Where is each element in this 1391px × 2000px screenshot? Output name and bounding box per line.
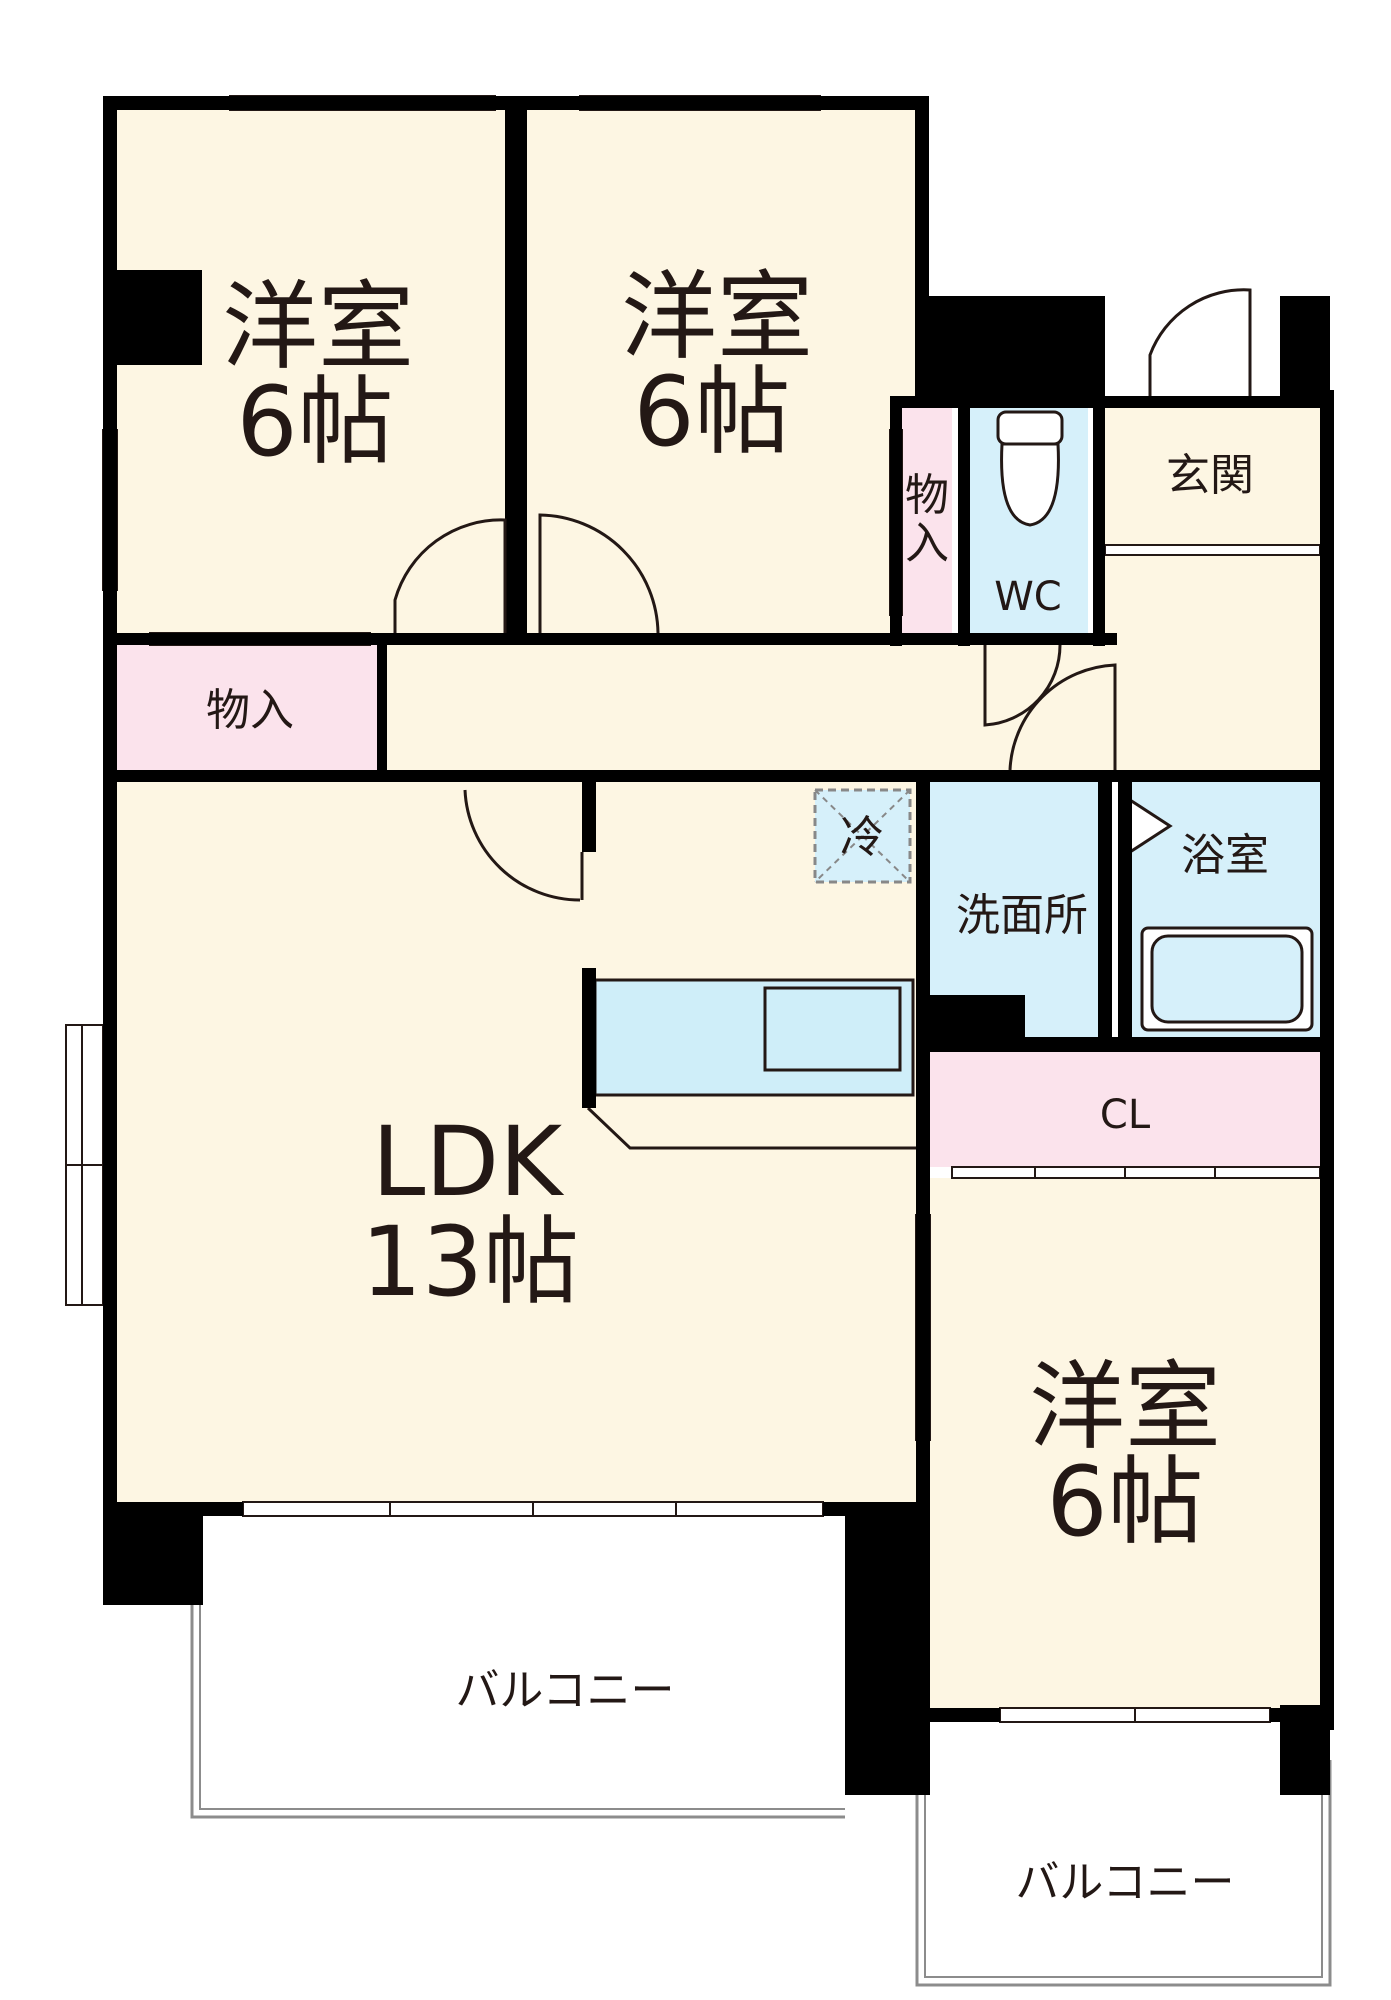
bathtub-icon [1140,926,1314,1032]
wall-storage-west-right [377,645,387,770]
wc-label: WC [994,574,1061,620]
hallway-floor [385,645,1320,770]
wall-top-storage [890,396,1330,408]
storage-small-char-1: 物 [905,470,949,521]
washroom-floor [930,782,1098,1037]
wall-wc-left [958,396,970,646]
wall-storage-small-left [890,396,902,646]
door-ldk [463,789,584,902]
wall-pillar-far-ne [1280,296,1330,396]
wall-ldk-door-stub [582,782,596,852]
balconies [190,1602,1332,1987]
storage-west-label: 物入 [206,685,294,736]
wall-bath-left [1118,782,1132,1042]
door-bedroom-nw [393,518,507,633]
fridge-cross [814,789,911,883]
wall-pillar-sw [103,1505,203,1605]
wall-pillar-ne [915,296,1105,396]
wall-hall-top [117,633,1117,645]
fridge-label: 冷 [840,812,884,863]
bedroom-se-floor [930,1178,1320,1708]
toilet-icon [996,410,1064,527]
balcony-main-rail-inner [199,1602,845,1810]
wall-wet-bottom [930,1037,1330,1052]
window-closet [951,1166,1321,1179]
closet-floor [930,1052,1320,1167]
wall-east [1320,390,1334,1730]
bedroom-se-size: 6帖 [1046,1446,1203,1558]
kitchen-sink [763,986,902,1072]
wall-wash-pillar [930,995,1025,1040]
wall-ldk-east [916,782,930,1702]
wall-kitchen-stub [582,968,596,1108]
balcony-se-rail [915,1760,1332,1987]
ldk-floor [117,782,917,1502]
wall-mid-vertical [505,96,527,641]
kitchen-counter [593,978,915,1097]
washroom-label: 洗面所 [956,890,1088,941]
wall-left [103,96,117,1516]
ldk-size: 13帖 [361,1206,579,1318]
kitchen-counter-edge [586,1106,917,1150]
wall-wash-right [1098,782,1112,1042]
walls [103,96,1334,1795]
balcony-main-label: バルコニー [455,1665,674,1716]
wall-wc-right [1093,396,1105,646]
doors [393,288,1252,902]
door-wc [983,644,1062,727]
door-entrance [1148,288,1252,396]
closet-label: CL [1100,1092,1151,1138]
wall-se-south [930,1708,1000,1722]
entrance-floor [1105,408,1320,553]
wall-pillar-s-mid [845,1505,930,1795]
entrance-hall-floor [1105,553,1320,645]
wall-se-south-right [1270,1708,1330,1722]
room-labels: 洋室 6帖 洋室 6帖 物 入 WC 玄関 物入 冷 洗面所 浴室 CL LDK… [206,261,1269,1908]
bedroom-n-name: 洋室 [621,261,813,373]
bedroom-nw-name: 洋室 [222,271,414,383]
bedroom-n-size: 6帖 [633,356,790,468]
balcony-se-label: バルコニー [1015,1857,1234,1908]
ldk-name: LDK [372,1106,564,1218]
wall-hall-bottom [117,770,1332,782]
entrance-label: 玄関 [1166,450,1254,501]
balcony-main-rail [190,1602,845,1819]
storage-west-floor [117,645,377,770]
fixtures [586,410,1314,1150]
bedroom-n-floor [527,110,915,635]
bedroom-nw-floor [117,110,505,635]
window-entrance [1104,544,1321,556]
door-bedroom-n [538,513,660,634]
bathroom-label: 浴室 [1181,830,1269,881]
balcony-se-rail-inner [924,1760,1323,1978]
wall-pillar-nw [117,270,202,365]
bedroom-nw-size: 6帖 [236,366,393,478]
storage-small-char-2: 入 [905,518,949,569]
storage-small-floor [902,408,952,633]
bedroom-se-name: 洋室 [1029,1351,1221,1463]
